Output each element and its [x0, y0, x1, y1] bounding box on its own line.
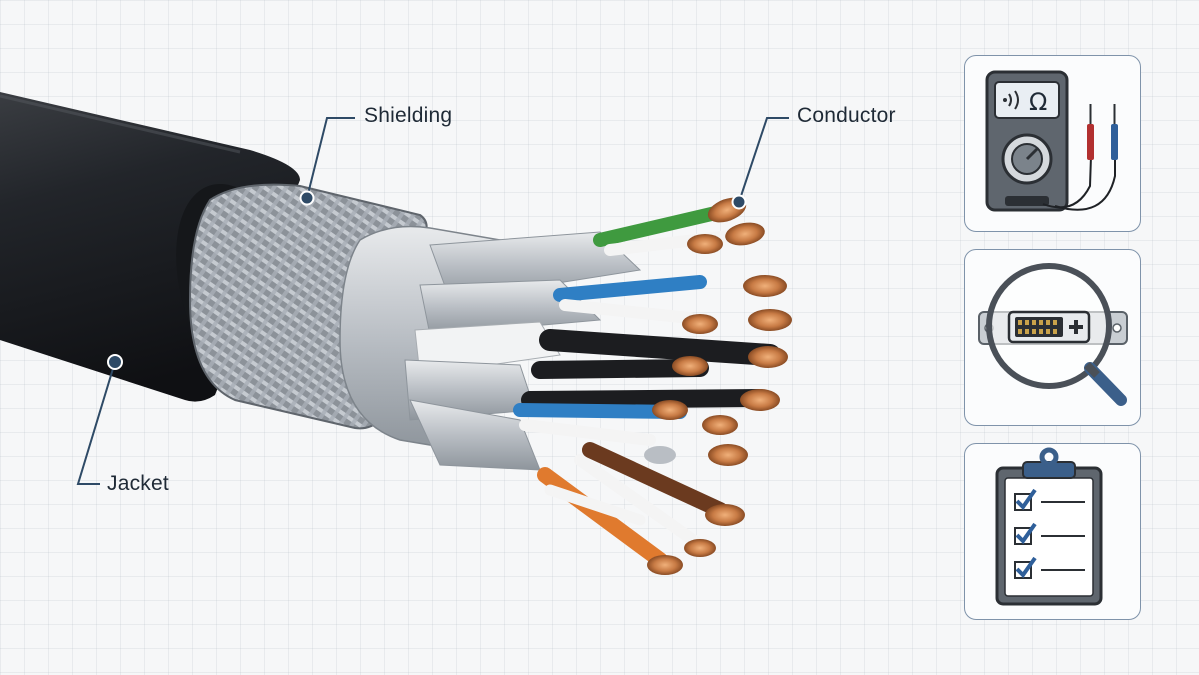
multimeter-display-symbol: Ω — [1029, 88, 1047, 116]
label-jacket: Jacket — [107, 472, 169, 495]
connector-inspection-card — [964, 249, 1141, 426]
callout-conductor — [731, 117, 789, 210]
checklist-card — [964, 443, 1141, 620]
connector-inspection-icon — [978, 263, 1128, 406]
checklist-icon — [995, 447, 1103, 606]
multimeter-card: Ω — [964, 55, 1141, 232]
copper-conductors — [644, 197, 792, 575]
checklist-items — [1014, 488, 1085, 579]
multimeter-icon: Ω — [985, 70, 1118, 212]
callout-shielding — [299, 117, 355, 206]
foil-wrapped-pairs — [404, 231, 642, 471]
label-conductor: Conductor — [797, 104, 896, 127]
callout-jacket — [76, 354, 123, 485]
label-shielding: Shielding — [364, 104, 453, 127]
